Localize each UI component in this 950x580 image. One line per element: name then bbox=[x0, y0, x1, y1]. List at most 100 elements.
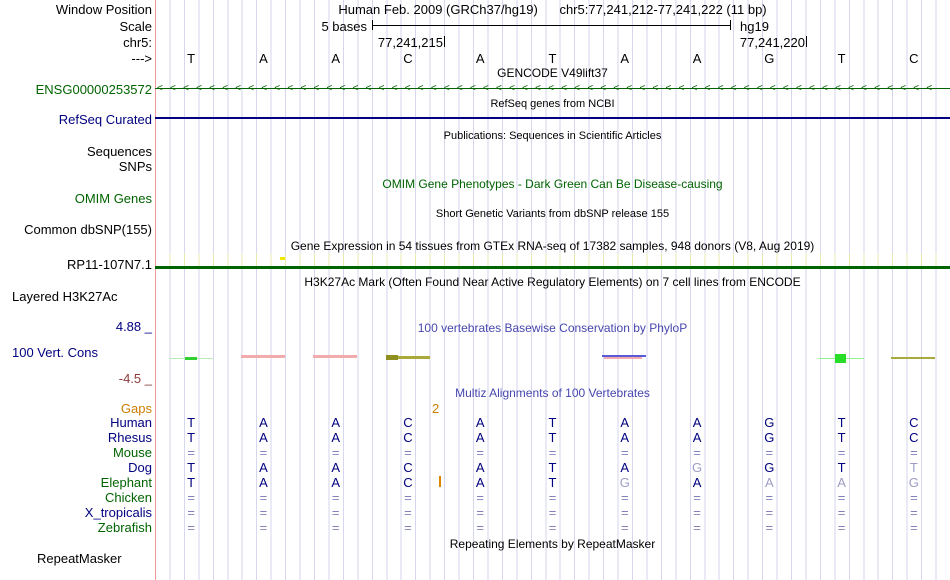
alignment-cell: = bbox=[404, 445, 412, 460]
sequence-base: A bbox=[259, 51, 268, 66]
species-label[interactable]: Dog bbox=[128, 460, 152, 475]
alignment-cell: = bbox=[910, 445, 918, 460]
alignment-cell: = bbox=[910, 520, 918, 535]
reverse-strand-arrow-icons: <<<<<<<<<<<<<<<<<<<<<<<<<<<<<<<<<<<<<<<<… bbox=[157, 83, 940, 94]
alignment-cell: T bbox=[187, 475, 196, 490]
alignment-cell: A bbox=[331, 430, 340, 445]
alignment-cell: G bbox=[764, 430, 775, 445]
species-label[interactable]: Human bbox=[110, 415, 152, 430]
sequence-base: G bbox=[764, 51, 775, 66]
strand-direction-label: ---> bbox=[131, 51, 152, 66]
omim-genes-label[interactable]: OMIM Genes bbox=[74, 191, 152, 206]
gencode-gene-label[interactable]: ENSG00000253572 bbox=[35, 82, 152, 97]
conservation-title[interactable]: 100 vertebrates Basewise Conservation by… bbox=[417, 321, 688, 335]
repeatmasker-title[interactable]: Repeating Elements by RepeatMasker bbox=[449, 537, 656, 551]
gtex-tint-band bbox=[155, 253, 950, 266]
species-label[interactable]: Rhesus bbox=[107, 430, 152, 445]
gaps-label: Gaps bbox=[120, 401, 152, 416]
multiz-title[interactable]: Multiz Alignments of 100 Vertebrates bbox=[455, 386, 650, 400]
refseq-title[interactable]: RefSeq genes from NCBI bbox=[490, 98, 615, 110]
alignment-cell: = bbox=[404, 505, 412, 520]
alignment-cell: = bbox=[187, 505, 195, 520]
conservation-track-label[interactable]: 100 Vert. Cons bbox=[12, 345, 98, 360]
alignment-cell: = bbox=[837, 505, 846, 520]
species-label[interactable]: Mouse bbox=[112, 445, 152, 460]
alignment-cell: = bbox=[259, 445, 268, 460]
layered-h3k27ac-label[interactable]: Layered H3K27Ac bbox=[12, 289, 118, 304]
alignment-cell: A bbox=[837, 475, 846, 490]
repeatmasker-label[interactable]: RepeatMasker bbox=[37, 551, 122, 566]
alignment-cell: T bbox=[187, 430, 196, 445]
alignment-cell: A bbox=[620, 460, 630, 475]
snps-label[interactable]: SNPs bbox=[118, 159, 152, 174]
alignment-cell: A bbox=[475, 430, 485, 445]
alignment-cell: T bbox=[548, 460, 557, 475]
conservation-mark bbox=[891, 357, 935, 359]
h3k27ac-title[interactable]: H3K27Ac Mark (Often Found Near Active Re… bbox=[304, 275, 801, 289]
alignment-cell: A bbox=[331, 475, 340, 490]
alignment-cell: A bbox=[692, 415, 702, 430]
position-title: chr5:77,241,212-77,241,222 (11 bp) bbox=[559, 2, 767, 17]
alignment-cell: T bbox=[548, 430, 557, 445]
conservation-max-label: 4.88 _ bbox=[115, 319, 152, 334]
sequence-base: C bbox=[403, 51, 413, 66]
alignment-cell: = bbox=[837, 520, 846, 535]
refseq-gene-line[interactable] bbox=[155, 117, 950, 119]
alignment-cell: = bbox=[476, 490, 485, 505]
alignment-cell: A bbox=[692, 430, 702, 445]
species-label[interactable]: Elephant bbox=[100, 475, 152, 490]
alignment-cell: T bbox=[909, 460, 918, 475]
alignment-cell: A bbox=[331, 460, 340, 475]
alignment-cell: = bbox=[476, 445, 485, 460]
gencode-gene-strand-arrows[interactable]: <<<<<<<<<<<<<<<<<<<<<<<<<<<<<<<<<<<<<<<<… bbox=[155, 82, 950, 95]
alignment-cell: = bbox=[548, 520, 557, 535]
gencode-title[interactable]: GENCODE V49lift37 bbox=[497, 66, 608, 80]
alignment-cell: = bbox=[331, 445, 340, 460]
alignment-cell: = bbox=[548, 445, 557, 460]
alignment-cell: = bbox=[620, 490, 629, 505]
coord-right: 77,241,220 bbox=[739, 35, 805, 50]
alignment-cell: A bbox=[475, 460, 485, 475]
conservation-mark bbox=[185, 357, 197, 360]
gap-count: 2 bbox=[432, 401, 440, 416]
omim-title[interactable]: OMIM Gene Phenotypes - Dark Green Can Be… bbox=[382, 177, 723, 191]
sequence-base: A bbox=[620, 51, 630, 66]
species-label[interactable]: X_tropicalis bbox=[84, 505, 152, 520]
conservation-mark bbox=[313, 355, 357, 358]
alignment-cell: A bbox=[259, 430, 268, 445]
scale-bar-right-tick bbox=[730, 20, 731, 30]
gtex-gene-line[interactable] bbox=[155, 266, 950, 269]
dbsnp-title[interactable]: Short Genetic Variants from dbSNP releas… bbox=[435, 208, 670, 220]
alignment-cell: C bbox=[909, 415, 919, 430]
alignment-cell: C bbox=[403, 415, 413, 430]
species-label[interactable]: Chicken bbox=[105, 490, 152, 505]
gtex-title[interactable]: Gene Expression in 54 tissues from GTEx … bbox=[290, 239, 815, 253]
alignment-cell: = bbox=[837, 445, 846, 460]
alignment-cell: = bbox=[331, 490, 340, 505]
sequences-label[interactable]: Sequences bbox=[86, 144, 152, 159]
common-dbsnp-label[interactable]: Common dbSNP(155) bbox=[24, 222, 152, 237]
refseq-curated-label[interactable]: RefSeq Curated bbox=[58, 112, 152, 127]
species-label[interactable]: Zebrafish bbox=[97, 520, 152, 535]
genome-version: hg19 bbox=[740, 19, 769, 34]
alignment-cell: = bbox=[693, 505, 701, 520]
gtex-gene-label[interactable]: RP11-107N7.1 bbox=[66, 257, 152, 272]
position-marker-line bbox=[155, 0, 156, 580]
alignment-cell: C bbox=[403, 430, 413, 445]
window-position-label: Window Position bbox=[55, 2, 152, 17]
alignment-cell: = bbox=[476, 520, 485, 535]
alignment-cell: = bbox=[693, 490, 701, 505]
alignment-cell: = bbox=[620, 520, 629, 535]
scale-bar bbox=[372, 25, 731, 26]
alignment-cell: = bbox=[259, 490, 268, 505]
alignment-cell: C bbox=[909, 430, 919, 445]
alignment-cell: = bbox=[331, 505, 340, 520]
alignment-cell: = bbox=[548, 505, 557, 520]
publications-title[interactable]: Publications: Sequences in Scientific Ar… bbox=[443, 130, 662, 142]
gtex-exon-tick bbox=[280, 257, 285, 260]
alignment-cell: = bbox=[837, 490, 846, 505]
gencode-gene-line bbox=[155, 88, 950, 89]
alignment-cell: T bbox=[548, 475, 557, 490]
alignment-cell: T bbox=[837, 460, 846, 475]
